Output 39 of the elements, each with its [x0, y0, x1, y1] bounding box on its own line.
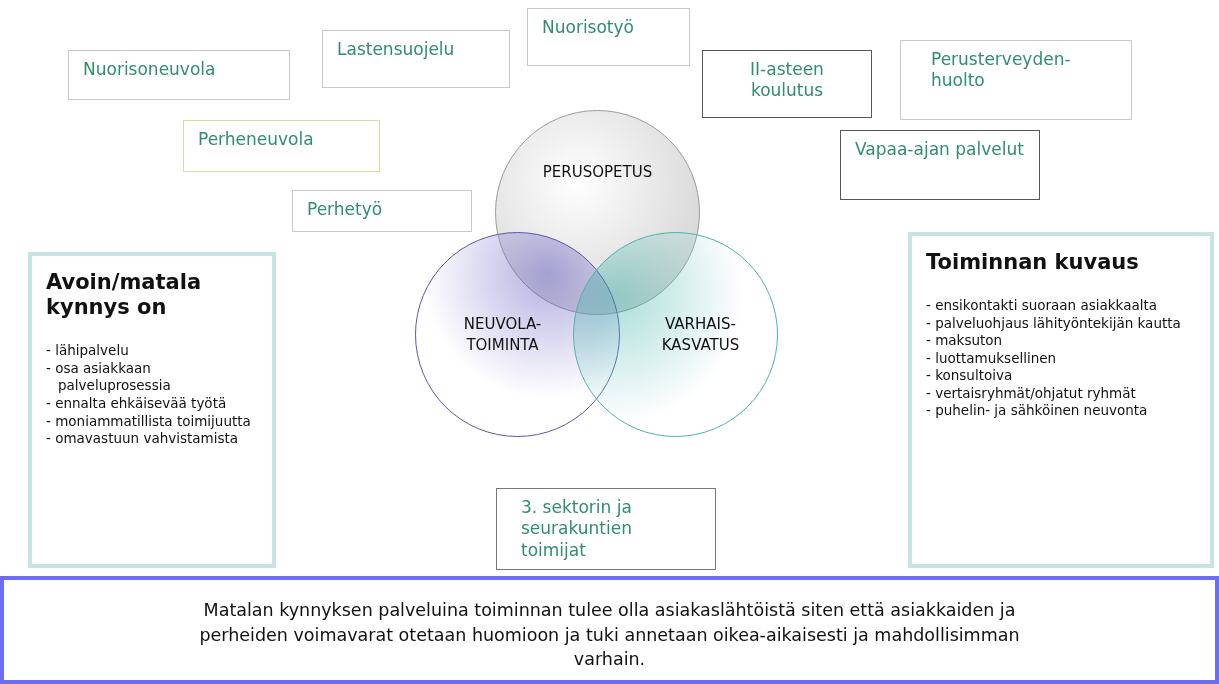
list-item: - omavastuun vahvistamista: [46, 430, 240, 448]
service-box: [840, 130, 1040, 200]
service-label: Perheneuvola: [198, 129, 314, 149]
service-box: [322, 30, 510, 88]
service-label: Lastensuojelu: [337, 39, 455, 59]
service-label: 3. sektorin ja seurakuntien toimijat: [521, 497, 632, 560]
list-item: - lähipalvelu: [46, 342, 130, 360]
service-box: [527, 8, 690, 66]
service-box: [292, 190, 472, 232]
list-item: - ensikontakti suoraan asiakkaalta: [926, 297, 1159, 315]
service-label: Vapaa-ajan palvelut: [855, 139, 1024, 159]
service-label: Nuorisoneuvola: [83, 59, 216, 79]
list-item: - moniammatillista toimijuutta: [46, 412, 252, 431]
service-box: [702, 50, 872, 118]
service-label: Perhetyö: [307, 199, 383, 219]
circle-label: NEUVOLA- TOIMINTA: [462, 314, 543, 355]
info-panel: [908, 232, 1214, 568]
list-item: - palveluohjaus lähityöntekijän kautta: [926, 314, 1182, 333]
circle-label: VARHAIS- KASVATUS: [660, 314, 741, 355]
service-box: [496, 488, 716, 570]
service-label: II-asteen koulutus: [750, 59, 824, 101]
info-panel: [28, 252, 276, 568]
list-item: - ennalta ehkäisevää työtä: [46, 395, 228, 413]
service-box: [183, 120, 380, 172]
summary-text: Matalan kynnyksen palveluina toiminnan tulee olla asiakaslähtöistä siten että asiakkaiden ja perheiden voimavarat otetaan huomioon ja tuki annetaan oikea-aikaisesti ja mahdollisimman varhain.: [199, 600, 1020, 669]
circle-label: PERUSOPETUS: [542, 162, 653, 183]
summary-panel: [0, 576, 1219, 684]
list-item: - vertaisryhmät/ohjatut ryhmät: [926, 384, 1137, 403]
panel-heading: Avoin/matala kynnys on: [46, 270, 203, 321]
list-item: - maksuton: [926, 332, 1004, 350]
service-box: [68, 50, 290, 100]
service-box: [900, 40, 1132, 120]
list-item: - luottamuksellinen: [926, 349, 1058, 368]
service-label: Perusterveyden- huolto: [931, 49, 1071, 91]
service-label: Nuorisotyö: [542, 17, 634, 37]
panel-heading: Toiminnan kuvaus: [926, 250, 1140, 276]
list-item: - konsultoiva: [926, 367, 1014, 385]
list-item: - puhelin- ja sähköinen neuvonta: [926, 402, 1149, 420]
list-item: - osa asiakkaan palveluprosessia: [46, 359, 172, 395]
